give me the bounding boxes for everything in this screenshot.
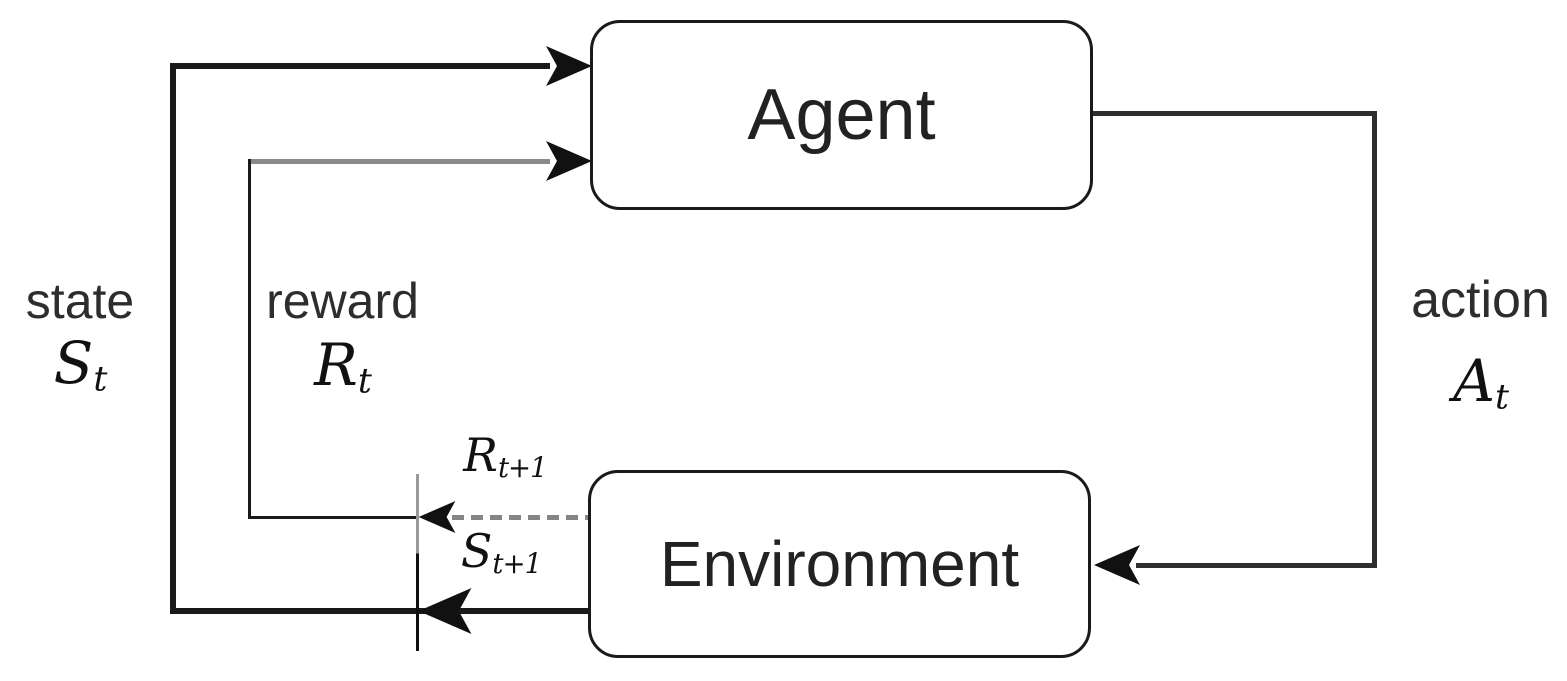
next-state-arrowhead-icon xyxy=(418,588,472,634)
state-symbol-base: S xyxy=(53,329,94,397)
reward-symbol: Rt xyxy=(260,336,425,399)
state-label: state xyxy=(25,273,135,329)
action-symbol-base: A xyxy=(1453,347,1495,415)
reward-line-top xyxy=(248,159,550,164)
action-label: action xyxy=(1411,271,1550,329)
next-reward-symbol-subscript: t+1 xyxy=(497,451,548,485)
action-into-environment-arrowhead-icon xyxy=(1094,545,1140,585)
action-line-top xyxy=(1093,111,1377,116)
action-symbol: At xyxy=(1398,352,1563,415)
reward-symbol-base: R xyxy=(314,331,358,399)
reward-label: reward xyxy=(266,273,419,329)
environment-node: Environment xyxy=(588,470,1091,658)
reward-symbol-subscript: t xyxy=(357,361,372,402)
reward-into-agent-arrowhead-icon xyxy=(546,141,592,181)
action-symbol-subscript: t xyxy=(1494,377,1509,418)
action-line-vertical xyxy=(1372,111,1377,568)
next-reward-arrowhead-icon xyxy=(418,501,456,533)
next-state-symbol: St+1 xyxy=(436,528,566,578)
environment-node-label: Environment xyxy=(659,528,1020,600)
state-line-top xyxy=(170,63,550,69)
state-symbol-subscript: t xyxy=(93,359,107,400)
time-step-boundary-tick xyxy=(416,474,419,651)
next-reward-dashed-line xyxy=(452,515,589,520)
next-reward-symbol: Rt+1 xyxy=(440,432,570,482)
state-symbol: St xyxy=(5,334,155,397)
next-state-symbol-base: S xyxy=(460,524,493,578)
next-reward-symbol-base: R xyxy=(463,428,498,482)
state-into-agent-arrowhead-icon xyxy=(546,46,592,86)
state-line-vertical xyxy=(170,63,176,614)
action-line-bottom xyxy=(1136,563,1377,568)
reward-line-bottom xyxy=(248,516,418,519)
agent-node: Agent xyxy=(590,20,1093,210)
reward-line-vertical xyxy=(248,159,251,517)
agent-node-label: Agent xyxy=(747,75,936,155)
state-line-bottom xyxy=(170,608,588,614)
next-state-symbol-subscript: t+1 xyxy=(492,547,542,581)
